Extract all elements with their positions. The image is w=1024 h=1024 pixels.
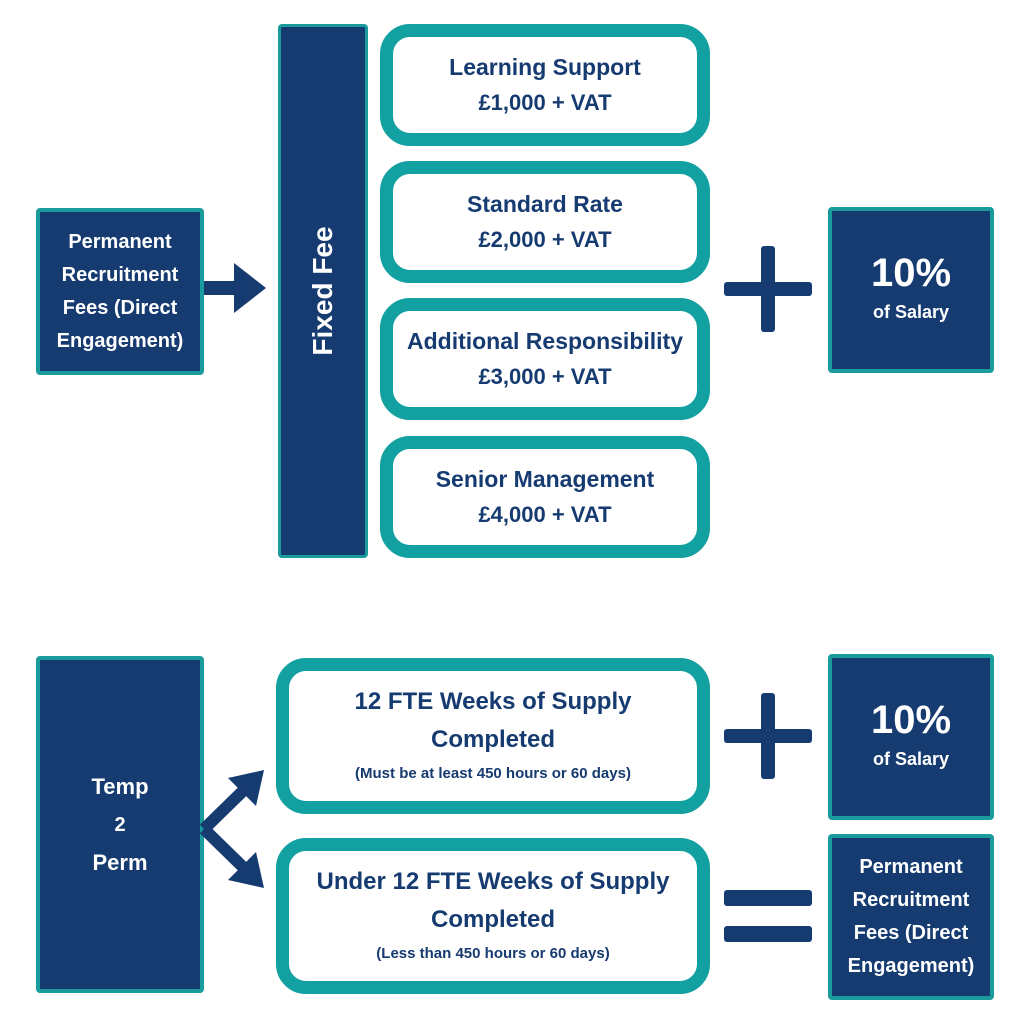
box-line: Fees (Direct — [62, 296, 178, 319]
box-line: Temp — [91, 773, 149, 799]
tier-fee: £4,000 + VAT — [478, 502, 612, 527]
temp-2-perm-box: Temp 2 Perm — [36, 656, 204, 993]
box-line: Fees (Direct — [853, 922, 969, 944]
percent-label: of Salary — [872, 749, 950, 769]
option-title: Completed — [430, 906, 555, 933]
percent-label: of Salary — [872, 302, 950, 322]
option-title: Under 12 FTE Weeks of Supply — [316, 868, 670, 895]
box-line: Engagement) — [56, 329, 184, 352]
tier-learning-support: Learning Support £1,000 + VAT — [380, 24, 710, 146]
plus-icon — [724, 693, 812, 779]
equals-icon — [724, 890, 812, 942]
fixed-fee-label: Fixed Fee — [307, 226, 338, 356]
option-12-weeks-completed: 12 FTE Weeks of Supply Completed (Must b… — [276, 658, 710, 814]
right-arrow-icon — [204, 263, 266, 313]
percent-of-salary-box: 10% of Salary — [828, 207, 994, 373]
tier-fee: £1,000 + VAT — [478, 90, 612, 115]
fixed-fee-bar: Fixed Fee — [278, 24, 368, 558]
tier-name: Learning Support — [449, 54, 641, 80]
option-note: (Must be at least 450 hours or 60 days) — [355, 765, 631, 782]
permanent-recruitment-fees-box: Permanent Recruitment Fees (Direct Engag… — [36, 208, 204, 375]
tier-senior-management: Senior Management £4,000 + VAT — [380, 436, 710, 558]
tier-name: Senior Management — [435, 466, 655, 492]
option-title: 12 FTE Weeks of Supply — [354, 688, 632, 715]
box-line: Perm — [92, 849, 148, 875]
tier-name: Additional Responsibility — [406, 328, 683, 354]
tier-additional-responsibility: Additional Responsibility £3,000 + VAT — [380, 298, 710, 420]
tier-fee: £2,000 + VAT — [478, 227, 612, 252]
tier-standard-rate: Standard Rate £2,000 + VAT — [380, 161, 710, 283]
box-line: Engagement) — [847, 955, 975, 977]
box-line: 2 — [114, 813, 126, 836]
box-line: Permanent — [859, 856, 963, 878]
box-line: Recruitment — [852, 889, 970, 911]
option-note: (Less than 450 hours or 60 days) — [376, 945, 610, 962]
percent-value: 10% — [870, 251, 952, 295]
percent-value: 10% — [870, 698, 952, 742]
permanent-recruitment-fees-result-box: Permanent Recruitment Fees (Direct Engag… — [828, 834, 994, 1000]
plus-icon — [724, 246, 812, 332]
tier-fee: £3,000 + VAT — [478, 364, 612, 389]
split-arrows-icon — [199, 770, 264, 888]
box-line: Recruitment — [61, 263, 179, 286]
option-under-12-weeks: Under 12 FTE Weeks of Supply Completed (… — [276, 838, 710, 994]
box-line: Permanent — [68, 230, 172, 253]
option-title: Completed — [430, 726, 555, 753]
percent-of-salary-box: 10% of Salary — [828, 654, 994, 820]
tier-name: Standard Rate — [467, 191, 623, 217]
